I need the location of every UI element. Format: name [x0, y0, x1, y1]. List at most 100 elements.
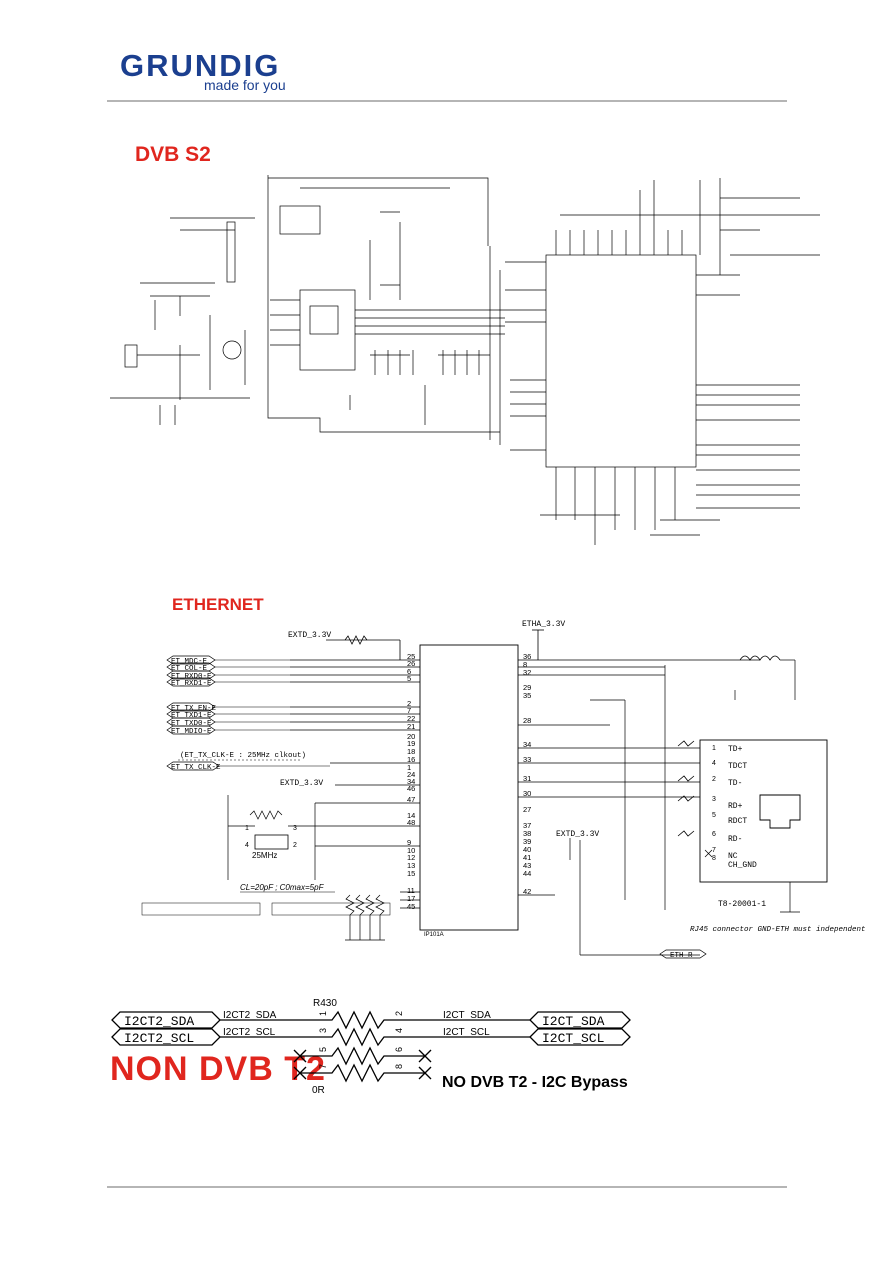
rj45-jack-icon — [759, 794, 801, 829]
svg-text:4: 4 — [712, 760, 716, 767]
i2c-net-label: I2CT2_SDA — [223, 1010, 277, 1021]
svg-text:8: 8 — [523, 660, 527, 669]
svg-text:7: 7 — [318, 1064, 328, 1069]
svg-text:37: 37 — [523, 821, 531, 830]
rj45-pin-label: NC — [728, 852, 738, 861]
svg-text:22: 22 — [407, 714, 415, 723]
svg-text:13: 13 — [407, 861, 415, 870]
eth-supply-label-lower: EXTD_3.3V — [556, 830, 599, 839]
svg-text:26: 26 — [407, 659, 415, 668]
ip101a-chip — [419, 644, 519, 931]
svg-text:3: 3 — [712, 796, 716, 803]
net-label: ETH_R — [670, 952, 693, 960]
net-label: ET_MDIO-E — [171, 728, 212, 736]
rj45-pin-label: TDCT — [728, 762, 747, 771]
eth-supply-label-left: EXTD_3.3V — [288, 631, 331, 640]
logo-wordmark: GRUNDIG — [120, 48, 281, 83]
svg-text:44: 44 — [523, 869, 531, 878]
net-label: ET_RXD1-E — [171, 680, 212, 688]
note-box-right — [271, 902, 391, 916]
net-flag: ET_TXD0-E — [166, 717, 216, 728]
svg-text:4: 4 — [245, 842, 249, 849]
svg-text:31: 31 — [523, 774, 531, 783]
net-label: ET_TXD1-E — [171, 712, 212, 720]
svg-text:42: 42 — [523, 887, 531, 896]
svg-text:45: 45 — [407, 902, 415, 911]
svg-text:17: 17 — [407, 894, 415, 903]
svg-text:48: 48 — [407, 818, 415, 827]
resistor-value: 0R — [312, 1085, 325, 1096]
grundig-logo: GRUNDIG made for you — [120, 48, 310, 94]
section-title-ethernet: ETHERNET — [172, 595, 264, 614]
ip101a-label: IP101A — [424, 932, 444, 938]
net-flag: ET_MDIO-E — [166, 725, 216, 736]
svg-text:3: 3 — [293, 825, 297, 832]
crystal-label: 25MHz — [252, 851, 277, 860]
clk-note: (ET_TX_CLK-E : 25MHz clkout) — [180, 752, 306, 760]
svg-text:4: 4 — [394, 1028, 404, 1033]
svg-text:40: 40 — [523, 845, 531, 854]
svg-text:29: 29 — [523, 683, 531, 692]
net-flag: ET_RXD1-E — [166, 677, 216, 688]
svg-text:47: 47 — [407, 795, 415, 804]
rj45-note: RJ45 connector GND-ETH must independent — [690, 926, 866, 934]
net-label: ET_COL-E — [171, 665, 208, 673]
svg-text:38: 38 — [523, 829, 531, 838]
note-box-left — [141, 902, 261, 916]
i2c-net-label: I2CT2_SDA — [124, 1014, 194, 1029]
svg-text:46: 46 — [407, 784, 415, 793]
net-flag: ET_COL-E — [166, 662, 216, 673]
rj45-pin-label: CH_GND — [728, 861, 757, 870]
svg-text:30: 30 — [523, 789, 531, 798]
logo-tagline: made for you — [204, 77, 286, 93]
svg-text:21: 21 — [407, 722, 415, 731]
dvb-s2-schematic — [110, 175, 820, 545]
net-flag: ET_TXD1-E — [166, 709, 216, 720]
svg-text:20: 20 — [407, 732, 415, 741]
rj45-connector — [699, 739, 828, 883]
svg-text:16: 16 — [407, 755, 415, 764]
svg-text:15: 15 — [407, 869, 415, 878]
svg-text:2: 2 — [394, 1011, 404, 1016]
rj45-pin-label: RDCT — [728, 817, 747, 826]
i2c-net-label: I2CT_SCL — [443, 1027, 490, 1038]
i2c-net-label: I2CT2_SCL — [124, 1031, 194, 1046]
svg-text:1: 1 — [318, 1011, 328, 1016]
svg-text:32: 32 — [523, 668, 531, 677]
svg-text:6: 6 — [712, 831, 716, 838]
svg-text:24: 24 — [407, 770, 415, 779]
net-label: ET_MDC-E — [171, 658, 208, 666]
svg-text:35: 35 — [523, 691, 531, 700]
svg-text:33: 33 — [523, 755, 531, 764]
svg-text:1: 1 — [712, 745, 716, 752]
eth-supply-label-mid: EXTD_3.3V — [280, 779, 323, 788]
resistor-designator: R430 — [313, 998, 337, 1009]
svg-text:3: 3 — [318, 1028, 328, 1033]
svg-text:43: 43 — [523, 861, 531, 870]
eth-left-nets: ET_MDC-E ET_COL-E ET_RXD0-E ET_RXD1-E ET… — [166, 655, 217, 736]
svg-text:36: 36 — [523, 652, 531, 661]
i2c-bypass-schematic: I2CT2_SDA I2CT2_SCL I2CT2_SDA I2CT2_SCL … — [111, 998, 631, 1096]
header-divider — [107, 100, 787, 102]
svg-text:6: 6 — [394, 1047, 404, 1052]
i2c-net-flag: I2CT2_SDA — [111, 1011, 221, 1029]
section-title-dvb-s2: DVB S2 — [135, 143, 211, 166]
svg-text:10: 10 — [407, 846, 415, 855]
svg-text:28: 28 — [523, 716, 531, 725]
svg-text:2: 2 — [407, 699, 411, 708]
svg-text:8: 8 — [712, 855, 716, 862]
i2c-net-flag: I2CT_SCL — [529, 1028, 631, 1046]
i2c-net-label: I2CT_SDA — [542, 1014, 605, 1029]
svg-text:34: 34 — [407, 777, 415, 786]
net-label: ET_RXD0-E — [171, 673, 212, 681]
rj45-pin-label: TD- — [728, 779, 742, 788]
net-label: ET_TXD0-E — [171, 720, 212, 728]
svg-text:5: 5 — [318, 1047, 328, 1052]
svg-text:5: 5 — [712, 812, 716, 819]
svg-text:1: 1 — [245, 825, 249, 832]
svg-text:2: 2 — [293, 842, 297, 849]
svg-text:12: 12 — [407, 853, 415, 862]
i2c-net-label: I2CT_SCL — [542, 1031, 604, 1046]
i2c-net-label: I2CT2_SCL — [223, 1027, 276, 1038]
